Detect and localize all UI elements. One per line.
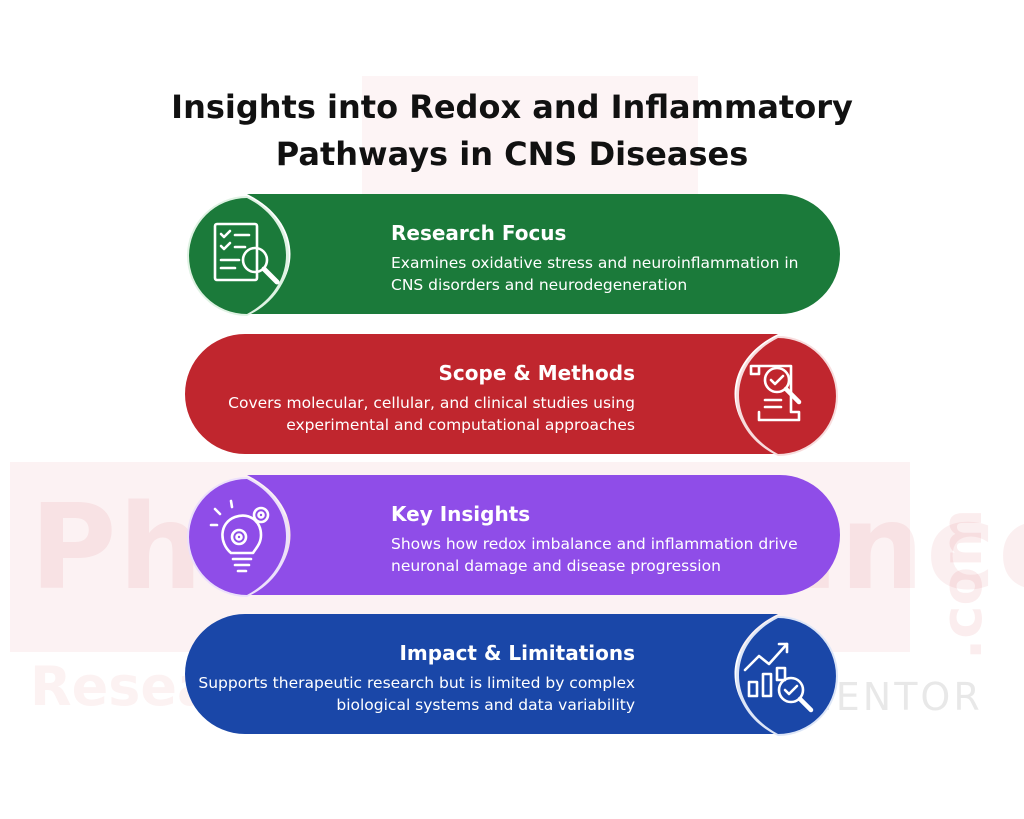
section-text: Key Insights Shows how redox imbalance a…	[391, 501, 831, 577]
section-description: Covers molecular, cellular, and clinical…	[228, 394, 635, 434]
section-description: Supports therapeutic research but is lim…	[198, 674, 635, 714]
section-heading: Impact & Limitations	[399, 641, 635, 665]
section-heading: Key Insights	[391, 502, 531, 526]
watermark-domain: .com	[930, 508, 995, 660]
section-shape	[187, 194, 840, 316]
section-scope-methods: Scope & Methods Covers molecular, cellul…	[185, 334, 840, 458]
section-research-focus: Research Focus Examines oxidative stress…	[185, 194, 840, 318]
section-description: Examines oxidative stress and neuroinfla…	[391, 254, 799, 294]
lightbulb-gears-icon	[209, 499, 270, 573]
page-title: Insights into Redox and Inflammatory Pat…	[171, 88, 853, 173]
section-description: Shows how redox imbalance and inflammati…	[391, 535, 798, 575]
scroll-check-search-icon	[749, 364, 802, 422]
section-heading: Scope & Methods	[438, 361, 635, 385]
section-text: Scope & Methods Covers molecular, cellul…	[193, 360, 635, 436]
chart-growth-search-icon	[743, 642, 814, 713]
section-impact-limitations: Impact & Limitations Supports therapeuti…	[185, 614, 840, 738]
section-key-insights: Key Insights Shows how redox imbalance a…	[185, 475, 840, 599]
document-search-icon	[213, 222, 280, 285]
section-text: Impact & Limitations Supports therapeuti…	[193, 640, 635, 716]
section-heading: Research Focus	[391, 221, 567, 245]
section-text: Research Focus Examines oxidative stress…	[391, 220, 831, 296]
section-shape	[185, 614, 838, 736]
